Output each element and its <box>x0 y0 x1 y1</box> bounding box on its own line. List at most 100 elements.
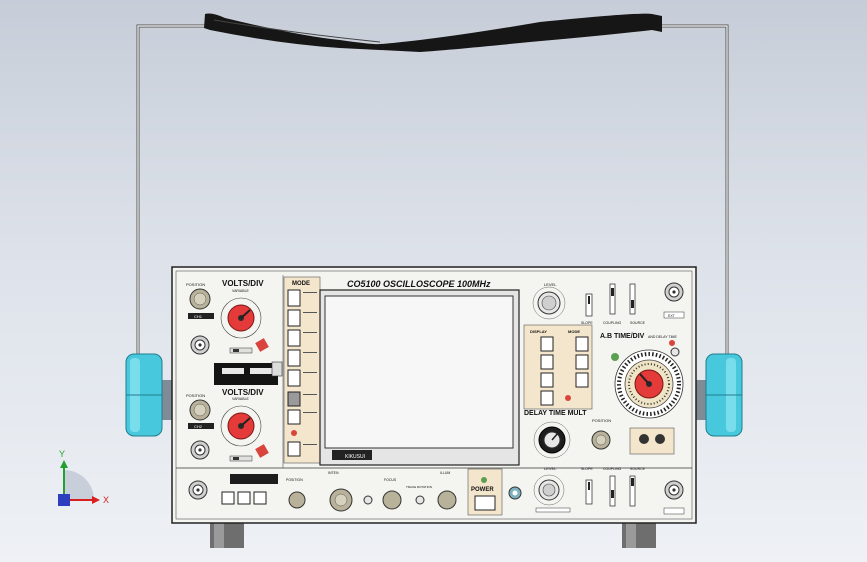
slope-switch[interactable] <box>585 293 593 317</box>
svg-text:AND DELAY TIME: AND DELAY TIME <box>648 335 677 339</box>
svg-text:SLOPE: SLOPE <box>581 467 593 471</box>
svg-text:EXT: EXT <box>668 314 676 318</box>
svg-text:VOLTS/DIV: VOLTS/DIV <box>222 388 264 397</box>
trigger-button-single[interactable] <box>575 372 589 388</box>
svg-text:FOCUS: FOCUS <box>384 478 397 482</box>
mode-button-ext[interactable] <box>287 441 301 457</box>
svg-text:CH1: CH1 <box>194 314 203 319</box>
display-button-xy[interactable] <box>540 390 554 406</box>
feet <box>210 522 656 548</box>
mode-button-ch2-inv[interactable] <box>287 409 301 425</box>
coupling-switch-a[interactable] <box>609 283 616 315</box>
trigger-button-norm[interactable] <box>575 354 589 370</box>
bottom-button-1[interactable] <box>221 491 235 505</box>
svg-text:POSITION: POSITION <box>186 393 205 398</box>
power-lamp <box>481 477 487 483</box>
vertical-position-knob[interactable] <box>288 491 306 509</box>
z-axis-marker <box>58 494 70 506</box>
svg-text:POSITION: POSITION <box>186 282 205 287</box>
svg-text:DELAY TIME MULT: DELAY TIME MULT <box>524 410 587 417</box>
illumination-knob[interactable] <box>437 490 457 510</box>
trigger-button-auto[interactable] <box>575 336 589 352</box>
svg-text:MODE: MODE <box>292 281 310 287</box>
svg-text:LEVEL: LEVEL <box>544 466 557 471</box>
ch1-label-plate <box>188 313 214 319</box>
timebase-lamp <box>669 340 675 346</box>
svg-text:SOURCE: SOURCE <box>630 321 646 325</box>
handle-grip[interactable] <box>204 13 662 53</box>
mode-button-alt[interactable] <box>287 349 301 367</box>
model-title: CO5100 OSCILLOSCOPE 100MHz <box>347 279 491 289</box>
svg-text:VARIABLE: VARIABLE <box>232 397 250 401</box>
timebase-variable-knob[interactable] <box>670 347 680 357</box>
delay-section: DELAY TIME MULT POSITION <box>524 410 675 459</box>
bottom-controls: POSITION INTEN FOCUS TRACE ROTATION ILLU… <box>188 468 522 516</box>
svg-text:VARIABLE: VARIABLE <box>232 289 250 293</box>
ch1-section: POSITION VOLTS/DIV VARIABLE CH1 <box>186 279 269 355</box>
x10-mag-button[interactable] <box>639 434 649 444</box>
mode-panel: MODE <box>283 276 321 464</box>
crt-screen <box>324 295 514 449</box>
svg-text:VOLTS/DIV: VOLTS/DIV <box>222 279 264 288</box>
right-bumper <box>696 353 743 437</box>
trigger-b-section: LEVEL SLOPE COUPLING SOURCE <box>533 466 685 515</box>
svg-text:CH2: CH2 <box>194 424 203 429</box>
trace-rotation-adjust[interactable] <box>415 495 425 505</box>
ch2-section: POSITION VOLTS/DIV VARIABLE CH2 <box>186 388 269 462</box>
mode-button-add[interactable] <box>287 329 301 347</box>
invert-switch[interactable] <box>250 368 272 374</box>
axis-triad: X Y <box>58 449 109 506</box>
mode-indicator-lamp <box>291 430 297 436</box>
svg-text:MODE: MODE <box>568 329 580 334</box>
ch2-cal-button[interactable] <box>255 444 269 458</box>
focus-knob[interactable] <box>382 490 402 510</box>
bottom-button-2[interactable] <box>237 491 251 505</box>
y-axis-label: Y <box>59 449 65 459</box>
alt-mag-button[interactable] <box>655 434 665 444</box>
timebase-section: A.B TIME/DIV AND DELAY TIME <box>600 333 684 419</box>
display-button-a[interactable] <box>540 336 554 352</box>
left-bumper <box>125 353 172 437</box>
carry-handle[interactable] <box>136 13 729 361</box>
x10-switch[interactable] <box>222 368 244 374</box>
trigger-top-section: LEVEL SLOPE COUPLING SOURCE EXT <box>532 282 685 325</box>
svg-text:ILLUM: ILLUM <box>440 471 450 475</box>
svg-text:POSITION: POSITION <box>592 418 611 423</box>
svg-text:POWER: POWER <box>471 487 494 493</box>
mode-button-ch1[interactable] <box>287 289 301 307</box>
display-mode-panel: DISPLAY MODE <box>523 324 593 410</box>
x-axis-label: X <box>103 495 109 505</box>
source-switch-b[interactable] <box>629 475 636 507</box>
svg-text:KIKUSUI: KIKUSUI <box>345 454 365 460</box>
bottom-label-plate <box>230 474 278 484</box>
mode-button-ch2[interactable] <box>287 309 301 327</box>
svg-text:INTEN: INTEN <box>328 471 339 475</box>
astig-knob[interactable] <box>363 495 373 505</box>
svg-text:SLOPE: SLOPE <box>581 321 593 325</box>
svg-text:COUPLING: COUPLING <box>603 321 622 325</box>
svg-text:LEVEL: LEVEL <box>544 282 557 287</box>
crt-display: KIKUSUI <box>319 289 520 466</box>
ready-lamp <box>565 395 571 401</box>
ch2-label-plate <box>188 423 214 429</box>
display-button-alt[interactable] <box>540 354 554 370</box>
svg-text:COUPLING: COUPLING <box>603 467 622 471</box>
svg-text:A.B TIME/DIV: A.B TIME/DIV <box>600 333 645 340</box>
svg-text:DISPLAY: DISPLAY <box>530 329 547 334</box>
mode-button-chop[interactable] <box>287 369 301 387</box>
mode-button-xy[interactable] <box>287 391 301 407</box>
svg-text:TRACE ROTATION: TRACE ROTATION <box>406 485 432 489</box>
uncal-lamp <box>611 353 619 361</box>
power-switch[interactable] <box>474 495 496 511</box>
svg-text:SOURCE: SOURCE <box>630 467 646 471</box>
bottom-button-3[interactable] <box>253 491 267 505</box>
display-button-b[interactable] <box>540 372 554 388</box>
ch1-coupling-switch[interactable] <box>229 347 253 354</box>
svg-text:POSITION: POSITION <box>286 478 303 482</box>
slope-switch-b[interactable] <box>585 479 593 505</box>
ch2-coupling-switch[interactable] <box>229 455 253 462</box>
ch1-cal-button[interactable] <box>255 338 269 352</box>
brand-plate <box>332 450 372 460</box>
source-switch-a[interactable] <box>629 283 636 315</box>
